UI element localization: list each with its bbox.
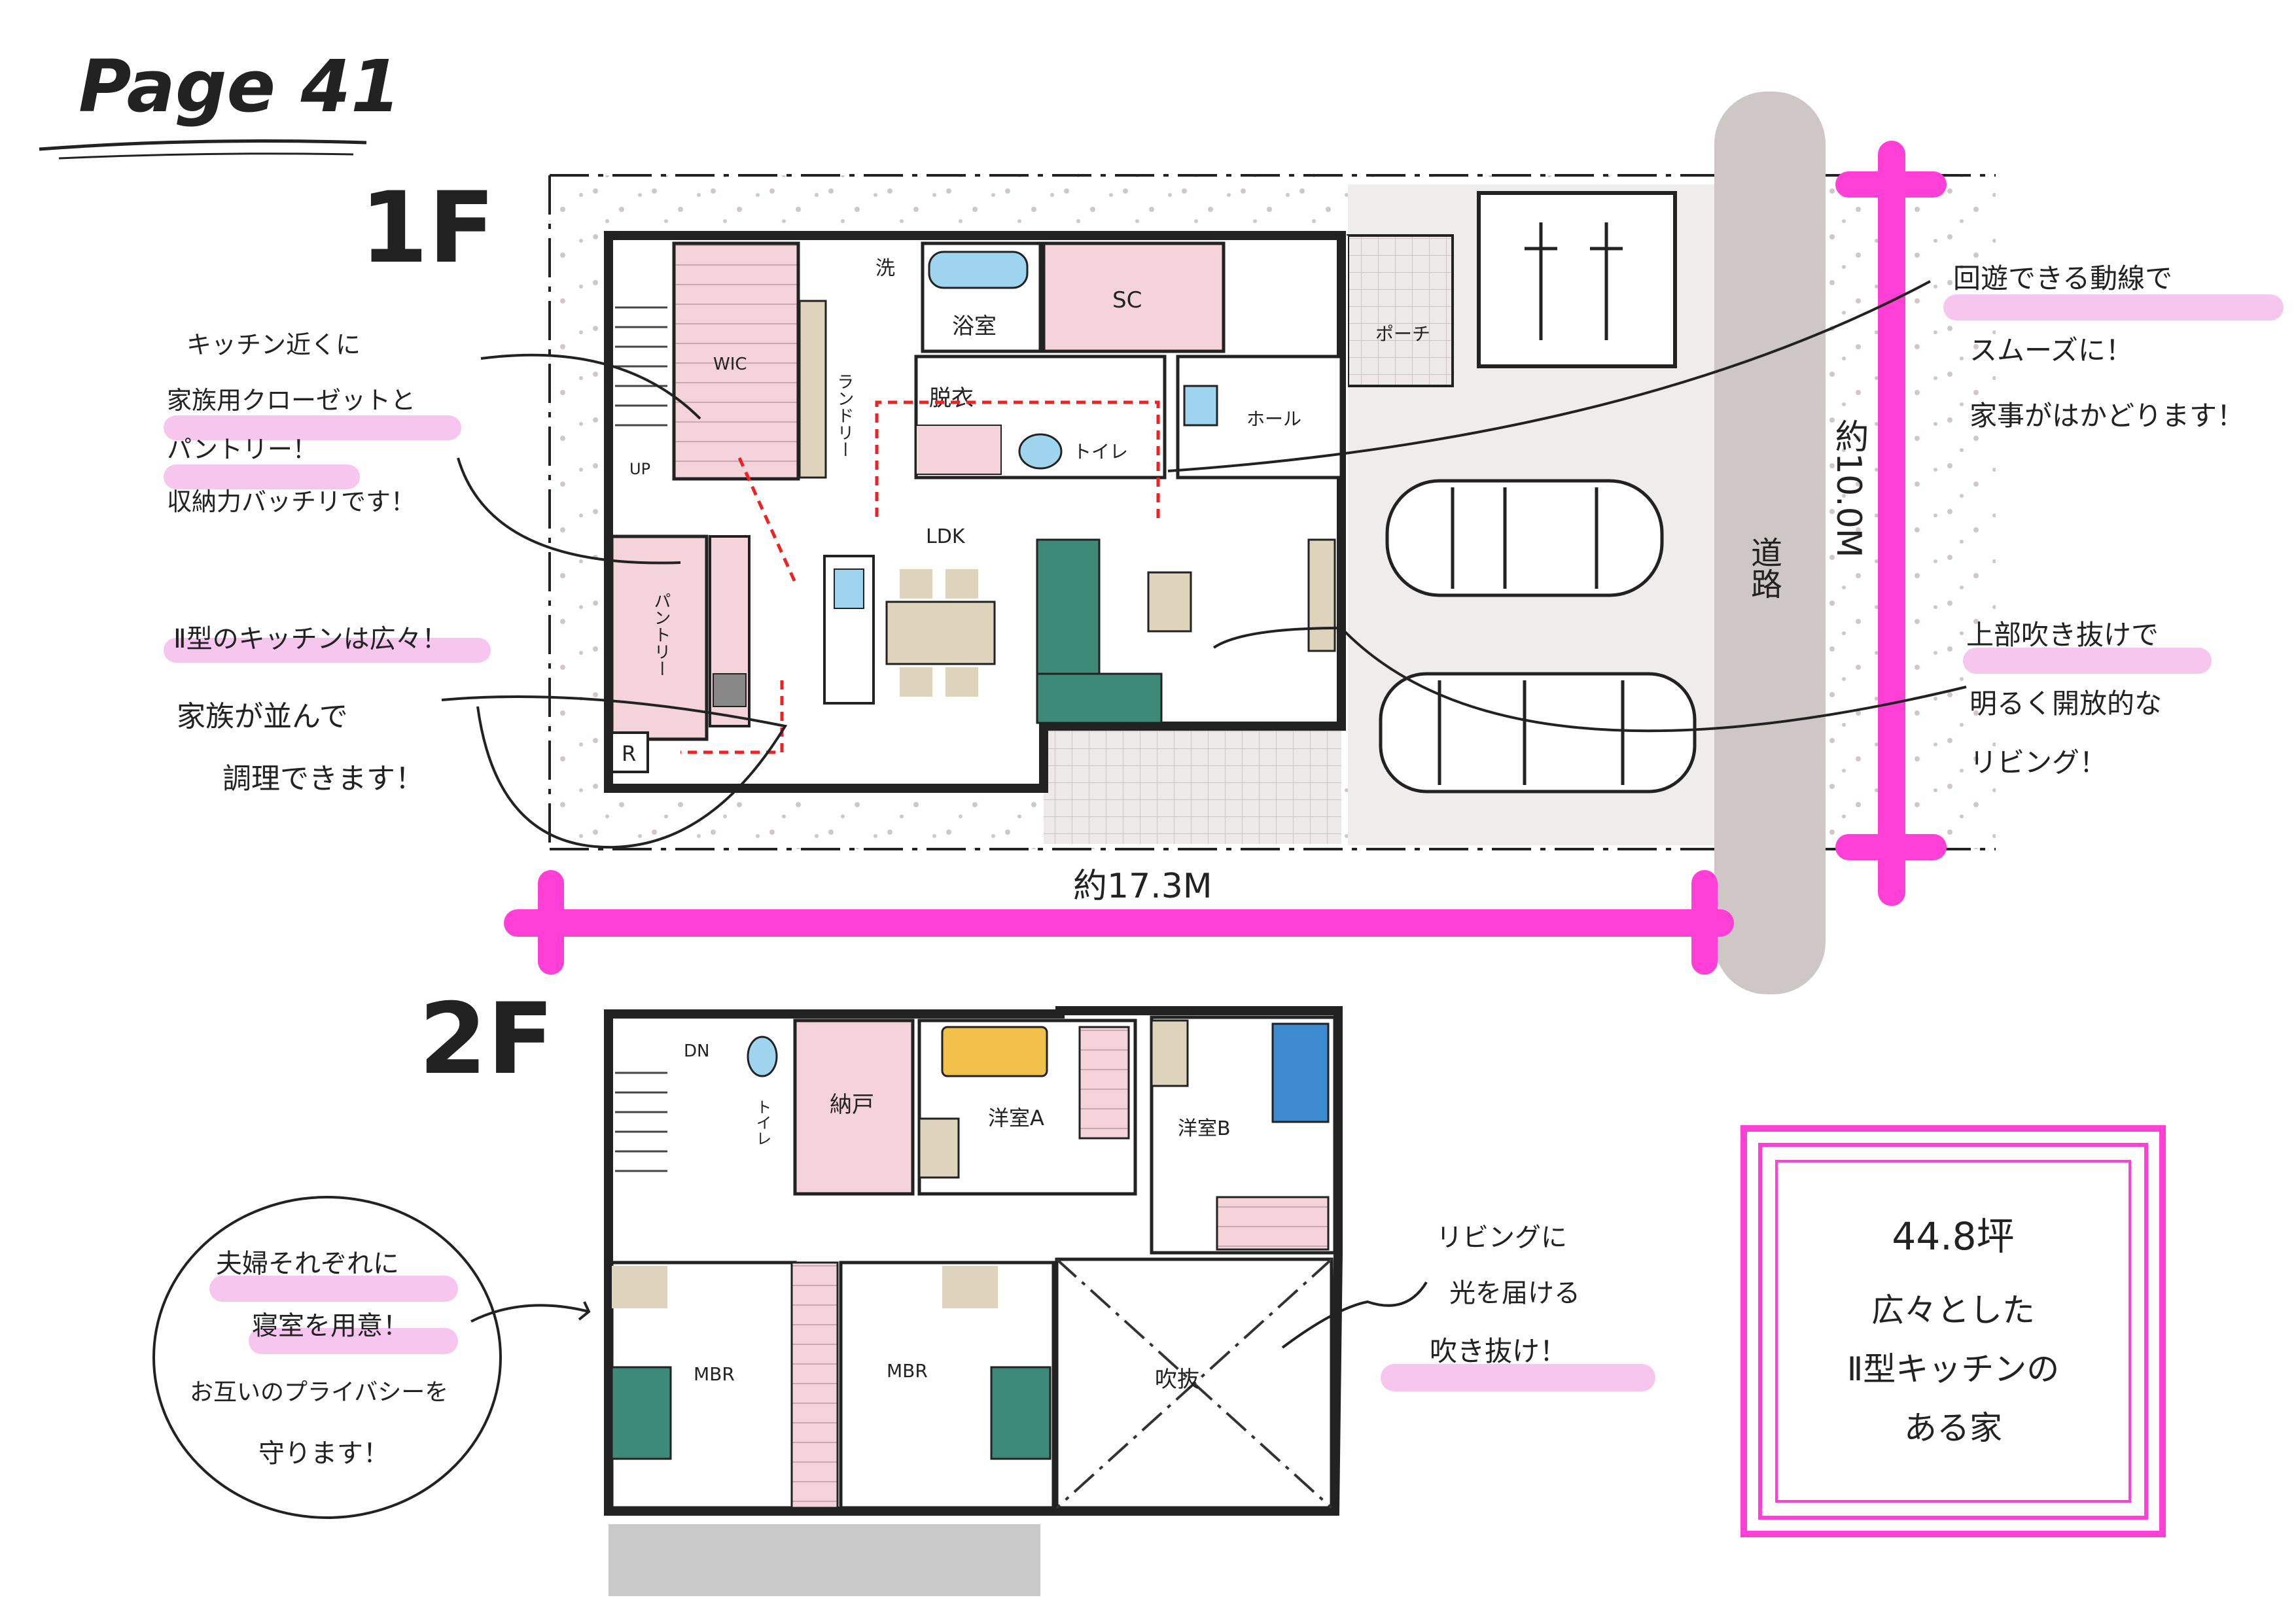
note-cooking: 家族が並んで 調理できます！: [177, 700, 424, 795]
leader-lines: [441, 280, 1967, 1349]
floor2-label: 2F: [419, 983, 554, 1096]
note-living-3: リビング！: [1969, 746, 2107, 778]
toilet1-label: トイレ: [1073, 441, 1128, 462]
note-circulation-2: スムーズに！: [1969, 334, 2133, 366]
mbr-left-label: MBR: [694, 1363, 735, 1385]
summary-title-2: Ⅱ型キッチンの: [1847, 1350, 2060, 1388]
hall-label: ホール: [1246, 408, 1301, 430]
bath-label: 浴室: [952, 313, 997, 340]
note-storage-4: 収納力バッチリです！: [167, 487, 415, 516]
dimension-depth: 約10.0M: [1829, 141, 1947, 906]
flow-arrows: [680, 400, 1160, 754]
note-couple-4: 守ります！: [258, 1439, 389, 1469]
dn-label: DN: [684, 1041, 709, 1061]
page-header: Page 41: [39, 44, 401, 160]
void-label: 吹抜: [1155, 1367, 1199, 1393]
note-void-light: リビングに 光を届ける 吹き抜け！: [1430, 1223, 1580, 1367]
datsui-label: 脱衣: [929, 385, 974, 411]
floor1-site: 道路 ポーチ 玄関: [548, 92, 1996, 994]
note-cooking-1: 家族が並んで: [177, 700, 348, 733]
note-storage: キッチン近くに 家族用クローゼットと パントリー！ 収納力バッチリです！: [167, 330, 415, 516]
highlights: [164, 294, 2284, 1391]
width-label: 約17.3M: [1073, 867, 1212, 906]
car-top: [1385, 479, 1664, 597]
note-circle: [152, 1196, 502, 1519]
laundry-label: ランドリー: [834, 373, 854, 458]
wash-label: 洗: [875, 257, 895, 280]
note-couple-2: 寝室を用意！: [252, 1311, 409, 1341]
note-storage-1: キッチン近くに: [186, 330, 361, 359]
note-storage-3: パントリー！: [167, 435, 317, 464]
western-b-label: 洋室B: [1178, 1117, 1231, 1140]
note-void-2: 光を届ける: [1449, 1278, 1580, 1308]
porch-label: ポーチ: [1375, 323, 1430, 345]
note-circulation: 回遊できる動線で スムーズに！ 家事がはかどります！: [1953, 262, 2244, 432]
dimension-width: 約17.3M: [504, 867, 1734, 975]
up-label: UP: [629, 460, 650, 478]
note-circulation-1: 回遊できる動線で: [1953, 262, 2172, 294]
note-void-1: リビングに: [1436, 1223, 1567, 1253]
note-cooking-2: 調理できます！: [222, 762, 424, 795]
mbr-right-label: MBR: [887, 1360, 928, 1382]
note-storage-2: 家族用クローゼットと: [167, 386, 415, 415]
note-couple-3: お互いのプライバシーを: [190, 1379, 448, 1406]
fridge-label: R: [622, 741, 636, 766]
road-label: 道路: [1745, 536, 1782, 599]
note-circulation-3: 家事がはかどります！: [1969, 400, 2244, 432]
note-kitchen-type: Ⅱ型のキッチンは広々！: [173, 624, 448, 654]
note-living-2: 明るく開放的な: [1969, 688, 2162, 720]
pantry-label: パントリー: [651, 592, 671, 677]
floor1-label: 1F: [360, 171, 495, 285]
sc-label: SC: [1112, 287, 1142, 313]
nando-label: 納戸: [830, 1092, 874, 1118]
ldk-label: LDK: [926, 525, 966, 548]
note-void-3: 吹き抜け！: [1430, 1335, 1567, 1367]
summary-area: 44.8坪: [1892, 1214, 2014, 1259]
car-bottom: [1379, 672, 1697, 794]
note-couple: 夫婦それぞれに 寝室を用意！ お互いのプライバシーを 守ります！: [190, 1249, 448, 1469]
toilet2-label: トイレ: [753, 1099, 771, 1146]
summary-box: 44.8坪 広々とした Ⅱ型キッチンの ある家: [1740, 1125, 2166, 1537]
page-label: Page 41: [79, 44, 401, 128]
road: [1714, 92, 1826, 994]
summary-title-3: ある家: [1904, 1409, 2002, 1447]
depth-label: 約10.0M: [1829, 419, 1868, 558]
western-a-label: 洋室A: [988, 1106, 1044, 1130]
note-living: 上部吹き抜けで 明るく開放的な リビング！: [1966, 619, 2162, 778]
note-couple-1: 夫婦それぞれに: [216, 1249, 399, 1279]
summary-title-1: 広々とした: [1871, 1291, 2035, 1329]
wic-label: WIC: [713, 355, 747, 374]
floor2-plan: DN トイレ 納戸 洋室A 洋室B MBR MBR 吹抜: [604, 1006, 1343, 1596]
note-living-1: 上部吹き抜けで: [1966, 619, 2159, 651]
